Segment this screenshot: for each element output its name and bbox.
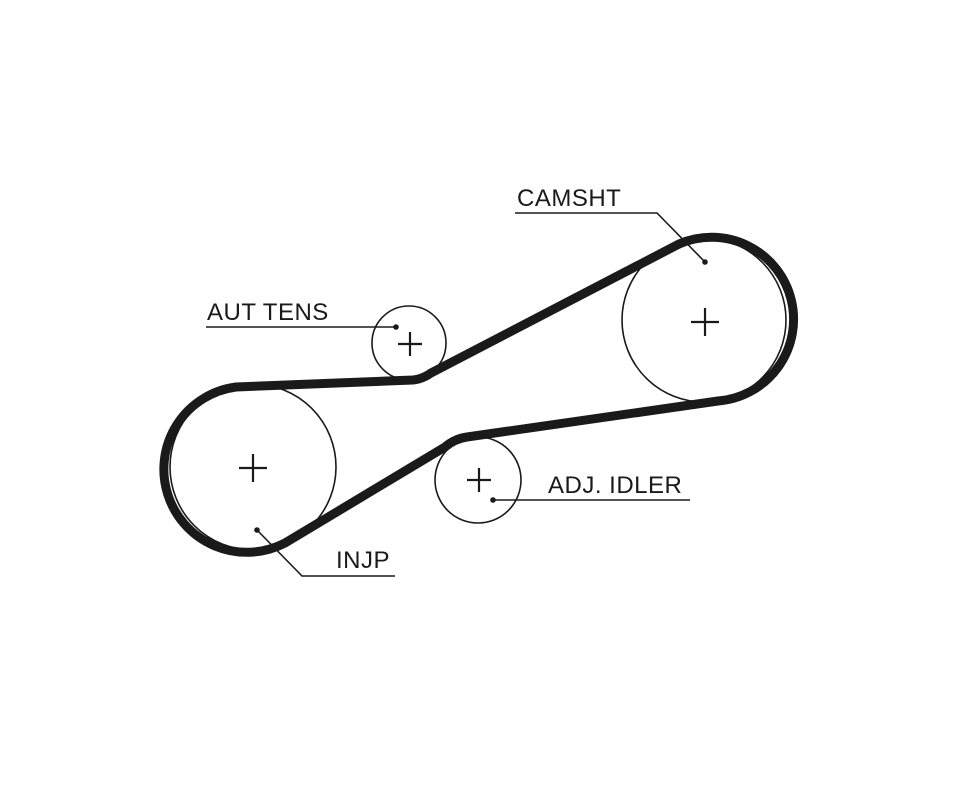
timing-belt (159, 232, 799, 557)
adjustable-idler-label: ADJ. IDLER (548, 472, 682, 499)
auto-tensioner-label: AUT TENS (207, 299, 329, 326)
camshaft-leader-dot (702, 259, 708, 265)
adjustable-idler-center-mark (467, 468, 491, 492)
auto-tensioner-leader-dot (393, 324, 399, 330)
auto-tensioner-center-mark (398, 332, 422, 356)
injection-pump-leader-dot (254, 527, 260, 533)
injection-pump-center-mark (239, 454, 267, 482)
injection-pump-label: INJP (336, 547, 390, 574)
injection-pump-leader-line (256, 529, 395, 577)
camshaft-leader-line (515, 212, 706, 263)
camshaft-label: CAMSHT (517, 185, 621, 212)
camshaft-center-mark (691, 308, 719, 336)
adjustable-idler-leader-dot (490, 497, 496, 503)
